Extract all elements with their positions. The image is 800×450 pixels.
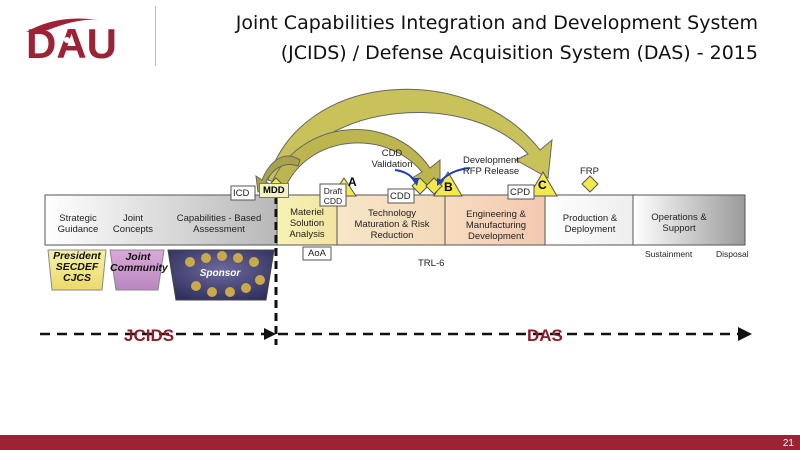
phase-tmrr [336, 194, 446, 246]
pd-label: Production & Deployment [562, 213, 618, 235]
os-label: Operations & Support [651, 212, 707, 234]
blue-arrow-cdd-validation [394, 169, 416, 183]
dau-logo: DAU [26, 18, 117, 67]
milestone-b: B [444, 180, 453, 194]
footer-bar: 21 [0, 435, 800, 450]
milestone-c-triangle [528, 171, 558, 197]
das-label: DAS [527, 326, 563, 345]
logo-divider [155, 6, 156, 66]
icd-label: ICD [233, 188, 250, 199]
page-number: 21 [782, 438, 794, 449]
phase-os [632, 194, 746, 246]
milestone-b-triangle [433, 171, 463, 197]
cdd-validation-label: CDD Validation [371, 148, 413, 170]
president-box [47, 249, 107, 291]
strategic-guidance-label: Strategic Guidance [57, 213, 99, 235]
curved-arrow-large [267, 88, 553, 185]
logo-text: DAU [26, 20, 117, 67]
jcids-bar [44, 194, 278, 246]
phase-emd [444, 194, 546, 246]
frp-diamond [581, 175, 599, 193]
jcids-label: JCIDS [124, 326, 175, 345]
cdd-label: CDD [390, 191, 411, 202]
joint-concepts-label: Joint Concepts [112, 213, 154, 235]
milestone-a: A [348, 175, 357, 189]
sustainment-label: Sustainment [645, 249, 693, 259]
msa-label: Materiel Solution Analysis [289, 207, 325, 240]
draft-cdd-document-icon [319, 183, 347, 207]
title-line-2: (JCIDS) / Defense Acquisition System (DA… [280, 42, 758, 64]
milestone-frp: FRP [580, 166, 599, 177]
draft-cdd-label: Draft CDD [323, 186, 343, 206]
rfp-release-label: Development RFP Release [462, 155, 520, 177]
cpd-document-icon [507, 184, 535, 200]
icd-document-icon [230, 185, 256, 201]
cba-label: Capabilities - Based Assessment [176, 213, 262, 235]
title-line-1: Joint Capabilities Integration and Devel… [235, 12, 758, 34]
milestone-mdd: MDD [259, 183, 289, 198]
emd-label: Engineering & Manufacturing Development [465, 209, 527, 242]
cpd-label: CPD [510, 187, 531, 198]
trl-label: TRL-6 [418, 258, 445, 269]
sponsor-label: Sponsor [199, 268, 241, 279]
president-label: President SECDEF CJCS [53, 250, 101, 284]
phase-pd [544, 194, 634, 246]
cdd-document-icon [387, 188, 415, 204]
aoa-label: AoA [308, 248, 326, 259]
sponsor-seals [185, 251, 265, 297]
page-title: Joint Capabilities Integration and Devel… [158, 8, 758, 68]
milestone-c: C [538, 178, 547, 192]
curved-arrow-small [271, 129, 441, 191]
aoa-box [302, 246, 332, 261]
joint-community-label: Joint Community [110, 251, 168, 274]
joint-community-box [109, 249, 165, 291]
disposal-label: Disposal [716, 249, 749, 259]
tmrr-label: Technology Maturation & Risk Reduction [354, 208, 430, 241]
